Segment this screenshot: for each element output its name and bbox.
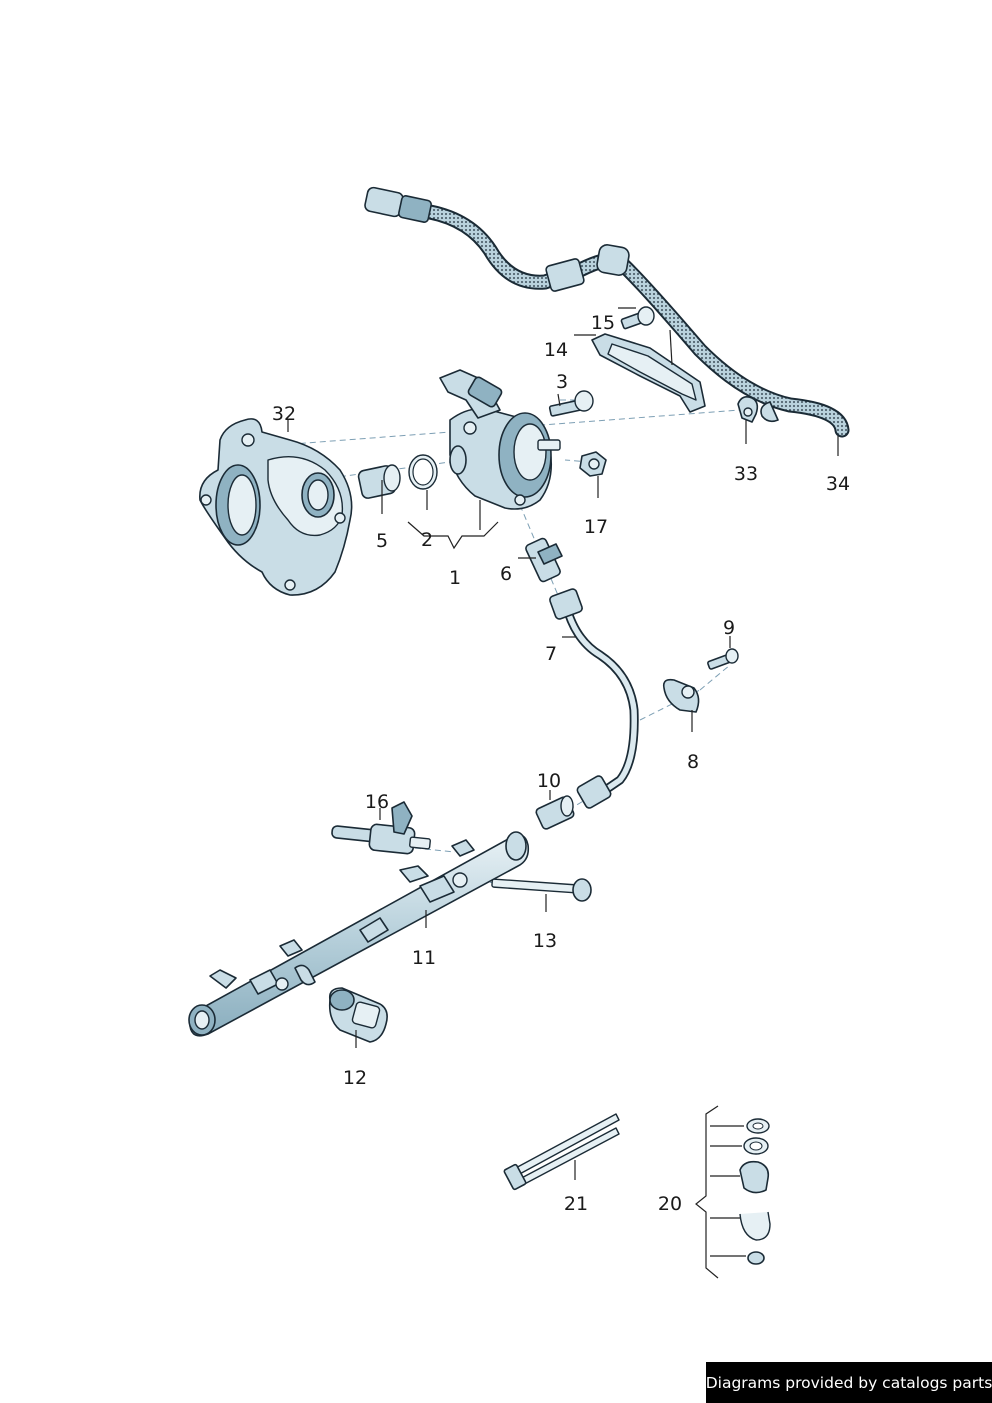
injector <box>331 801 431 855</box>
high-pressure-pump <box>439 369 561 510</box>
callout-5: 5 <box>376 530 388 552</box>
callout-13: 13 <box>533 930 557 952</box>
callout-9: 9 <box>723 617 735 639</box>
callout-20: 20 <box>658 1193 682 1215</box>
bolt-13 <box>491 878 592 902</box>
bolt-3 <box>548 390 594 417</box>
union-6 <box>525 537 563 583</box>
union-10 <box>535 795 575 830</box>
callout-33: 33 <box>734 463 758 485</box>
vacuum-pump-housing <box>199 418 353 596</box>
callout-15: 15 <box>591 312 615 334</box>
cable-ties <box>503 1113 620 1191</box>
callout-labels: 32 5 2 1 3 15 14 17 33 34 6 7 9 8 10 16 … <box>272 312 850 1215</box>
fuel-pipe <box>549 588 639 809</box>
pipe-bracket <box>662 678 700 713</box>
clip-33 <box>737 396 759 423</box>
callout-14: 14 <box>544 339 568 361</box>
callout-7: 7 <box>545 643 557 665</box>
pressure-sensor <box>328 987 388 1043</box>
repair-kit <box>695 1105 771 1279</box>
leader-lines <box>287 307 839 1180</box>
roller-tappet <box>357 464 401 499</box>
callout-3: 3 <box>556 371 568 393</box>
footer-attribution: Diagrams provided by catalogs parts <box>706 1362 992 1403</box>
o-ring <box>408 454 438 490</box>
callout-8: 8 <box>687 751 699 773</box>
fuel-hose <box>364 186 850 438</box>
plug-17 <box>579 451 607 477</box>
hose-bracket <box>591 329 706 413</box>
callout-16: 16 <box>365 791 389 813</box>
callout-17: 17 <box>584 516 608 538</box>
callout-11: 11 <box>412 947 436 969</box>
callout-21: 21 <box>564 1193 588 1215</box>
callout-10: 10 <box>537 770 561 792</box>
callout-6: 6 <box>500 563 512 585</box>
callout-32: 32 <box>272 403 296 425</box>
bolt-15 <box>620 306 655 330</box>
bolt-9 <box>707 648 739 670</box>
fuel-rail <box>188 831 530 1037</box>
callout-34: 34 <box>826 473 850 495</box>
callout-1: 1 <box>449 567 461 589</box>
callout-2: 2 <box>421 529 433 551</box>
footer-text: Diagrams provided by catalogs parts <box>705 1373 992 1392</box>
callout-12: 12 <box>343 1067 367 1089</box>
